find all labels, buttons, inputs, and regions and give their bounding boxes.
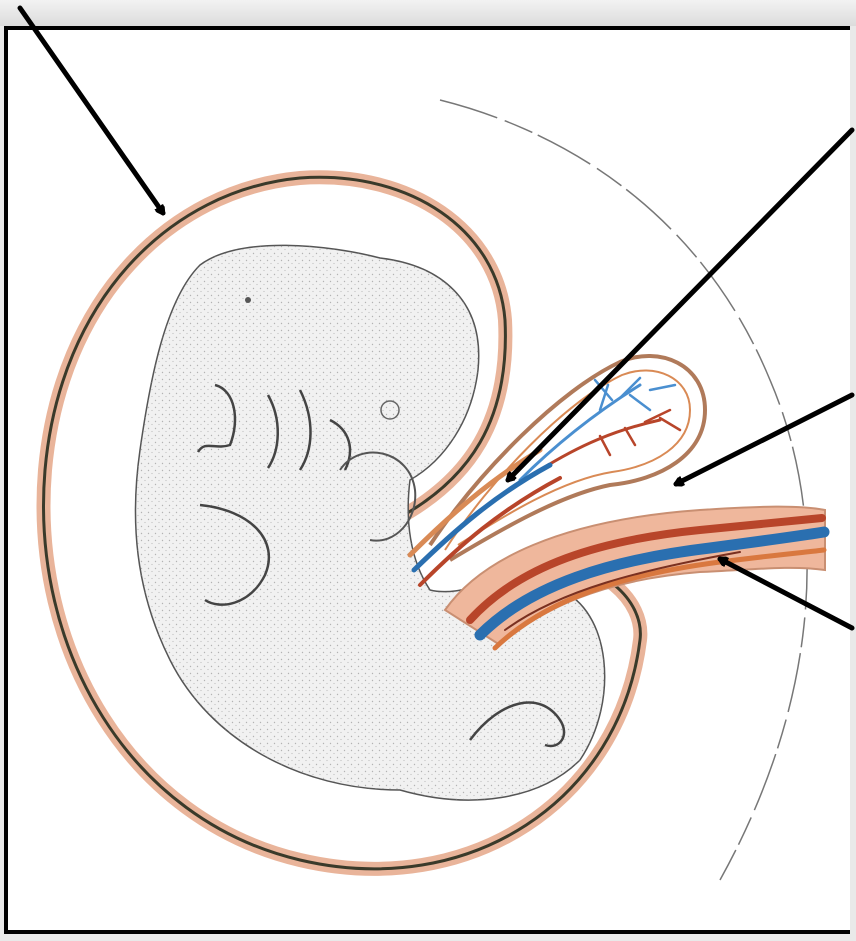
arrow-to-outer-membrane: [20, 8, 163, 213]
embryo-stipple: [135, 245, 604, 800]
arrow-to-umbilical-cord: [720, 559, 852, 628]
otic-detail: [245, 297, 251, 303]
